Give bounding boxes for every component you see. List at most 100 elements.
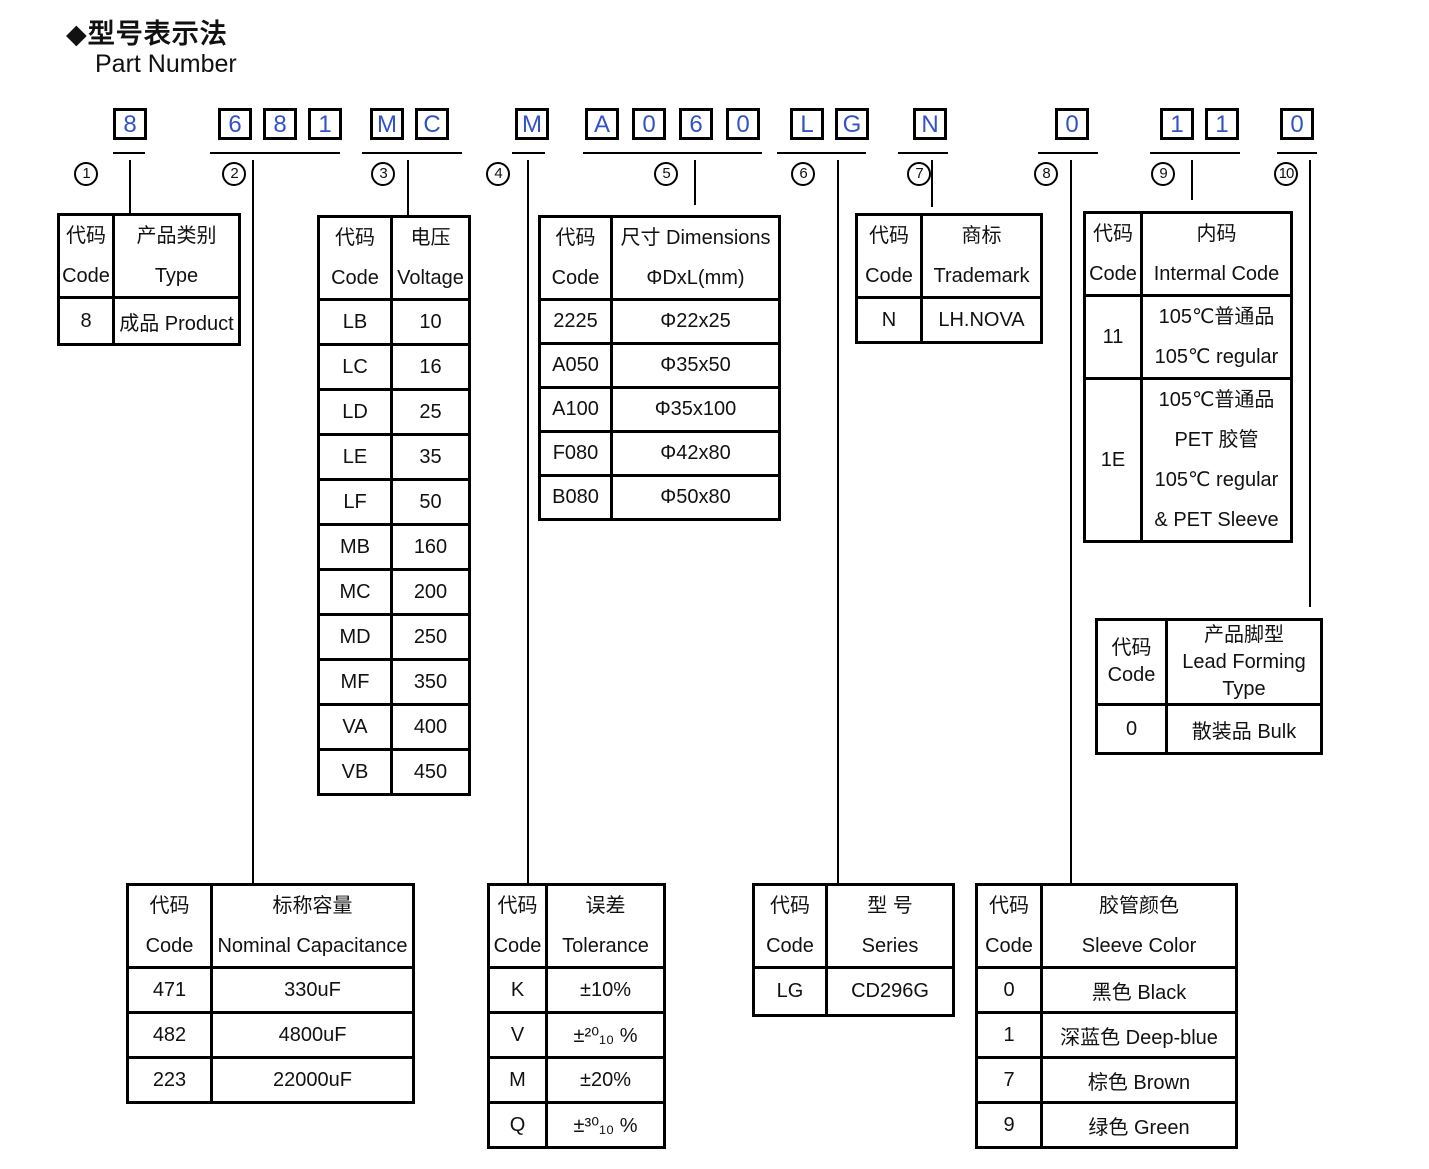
table-cell: LF bbox=[317, 478, 393, 526]
table-cell: LG bbox=[752, 966, 828, 1017]
part-number-char-box: M bbox=[370, 108, 404, 140]
table-cell: 11 bbox=[1083, 294, 1143, 380]
segment-connector-line bbox=[129, 160, 131, 213]
table-cell: Φ22x25 bbox=[610, 298, 781, 345]
table-cell: 350 bbox=[390, 658, 471, 706]
circled-number-2: 2 bbox=[222, 162, 246, 186]
table-cell: N bbox=[855, 296, 923, 344]
table-cell: V bbox=[487, 1011, 548, 1059]
part-number-boxes: 8 bbox=[113, 108, 147, 140]
table-cell: M bbox=[487, 1056, 548, 1104]
table-cell: Φ50x80 bbox=[610, 474, 781, 521]
table-cell: LE bbox=[317, 433, 393, 481]
table-cell: MD bbox=[317, 613, 393, 661]
table-cell: 22000uF bbox=[210, 1056, 415, 1104]
part-number-char-box: 6 bbox=[679, 108, 713, 140]
table-cell: 400 bbox=[390, 703, 471, 751]
table-cell: 棕色 Brown bbox=[1040, 1056, 1238, 1104]
segment-connector-line bbox=[407, 160, 409, 215]
table-cell: 黑色 Black bbox=[1040, 966, 1238, 1014]
table-cell: 1 bbox=[975, 1011, 1043, 1059]
table-cell: 223 bbox=[126, 1056, 213, 1104]
table-row: M±20% bbox=[487, 1056, 666, 1104]
segment-connector-line bbox=[837, 160, 839, 883]
table-cell: A050 bbox=[538, 342, 613, 389]
table-cell: 16 bbox=[390, 343, 471, 391]
segment-underline bbox=[777, 152, 866, 154]
part-number-char-box: A bbox=[585, 108, 619, 140]
part-number-char-box: C bbox=[415, 108, 449, 140]
segment-connector-line bbox=[931, 160, 933, 207]
segment-connector-line bbox=[694, 160, 696, 205]
table-cell: A100 bbox=[538, 386, 613, 433]
segment-connector-line bbox=[1191, 160, 1193, 200]
table-cell: LC bbox=[317, 343, 393, 391]
segment-underline bbox=[1277, 152, 1317, 154]
table-cell: Φ42x80 bbox=[610, 430, 781, 477]
circled-number-8: 8 bbox=[1034, 162, 1058, 186]
table-cell: 471 bbox=[126, 966, 213, 1014]
circled-number-3: 3 bbox=[371, 162, 395, 186]
table-cell: 160 bbox=[390, 523, 471, 571]
segment-connector-line bbox=[1309, 160, 1311, 607]
table-cell: ±²⁰₁₀ % bbox=[545, 1011, 666, 1059]
table-cell: 7 bbox=[975, 1056, 1043, 1104]
circled-number-5: 5 bbox=[654, 162, 678, 186]
table-cell: Q bbox=[487, 1101, 548, 1149]
circled-number-4: 4 bbox=[486, 162, 510, 186]
table-cell: VB bbox=[317, 748, 393, 796]
table-cell: 0 bbox=[1095, 703, 1168, 755]
circled-number-10: 10 bbox=[1274, 162, 1298, 186]
table-cell: 1E bbox=[1083, 377, 1143, 543]
segment-underline bbox=[583, 152, 762, 154]
segment-underline bbox=[362, 152, 462, 154]
table-cell: 9 bbox=[975, 1101, 1043, 1149]
table-cell: VA bbox=[317, 703, 393, 751]
table-cell: ±10% bbox=[545, 966, 666, 1014]
circled-number-9: 9 bbox=[1151, 162, 1175, 186]
part-number-char-box: L bbox=[790, 108, 824, 140]
